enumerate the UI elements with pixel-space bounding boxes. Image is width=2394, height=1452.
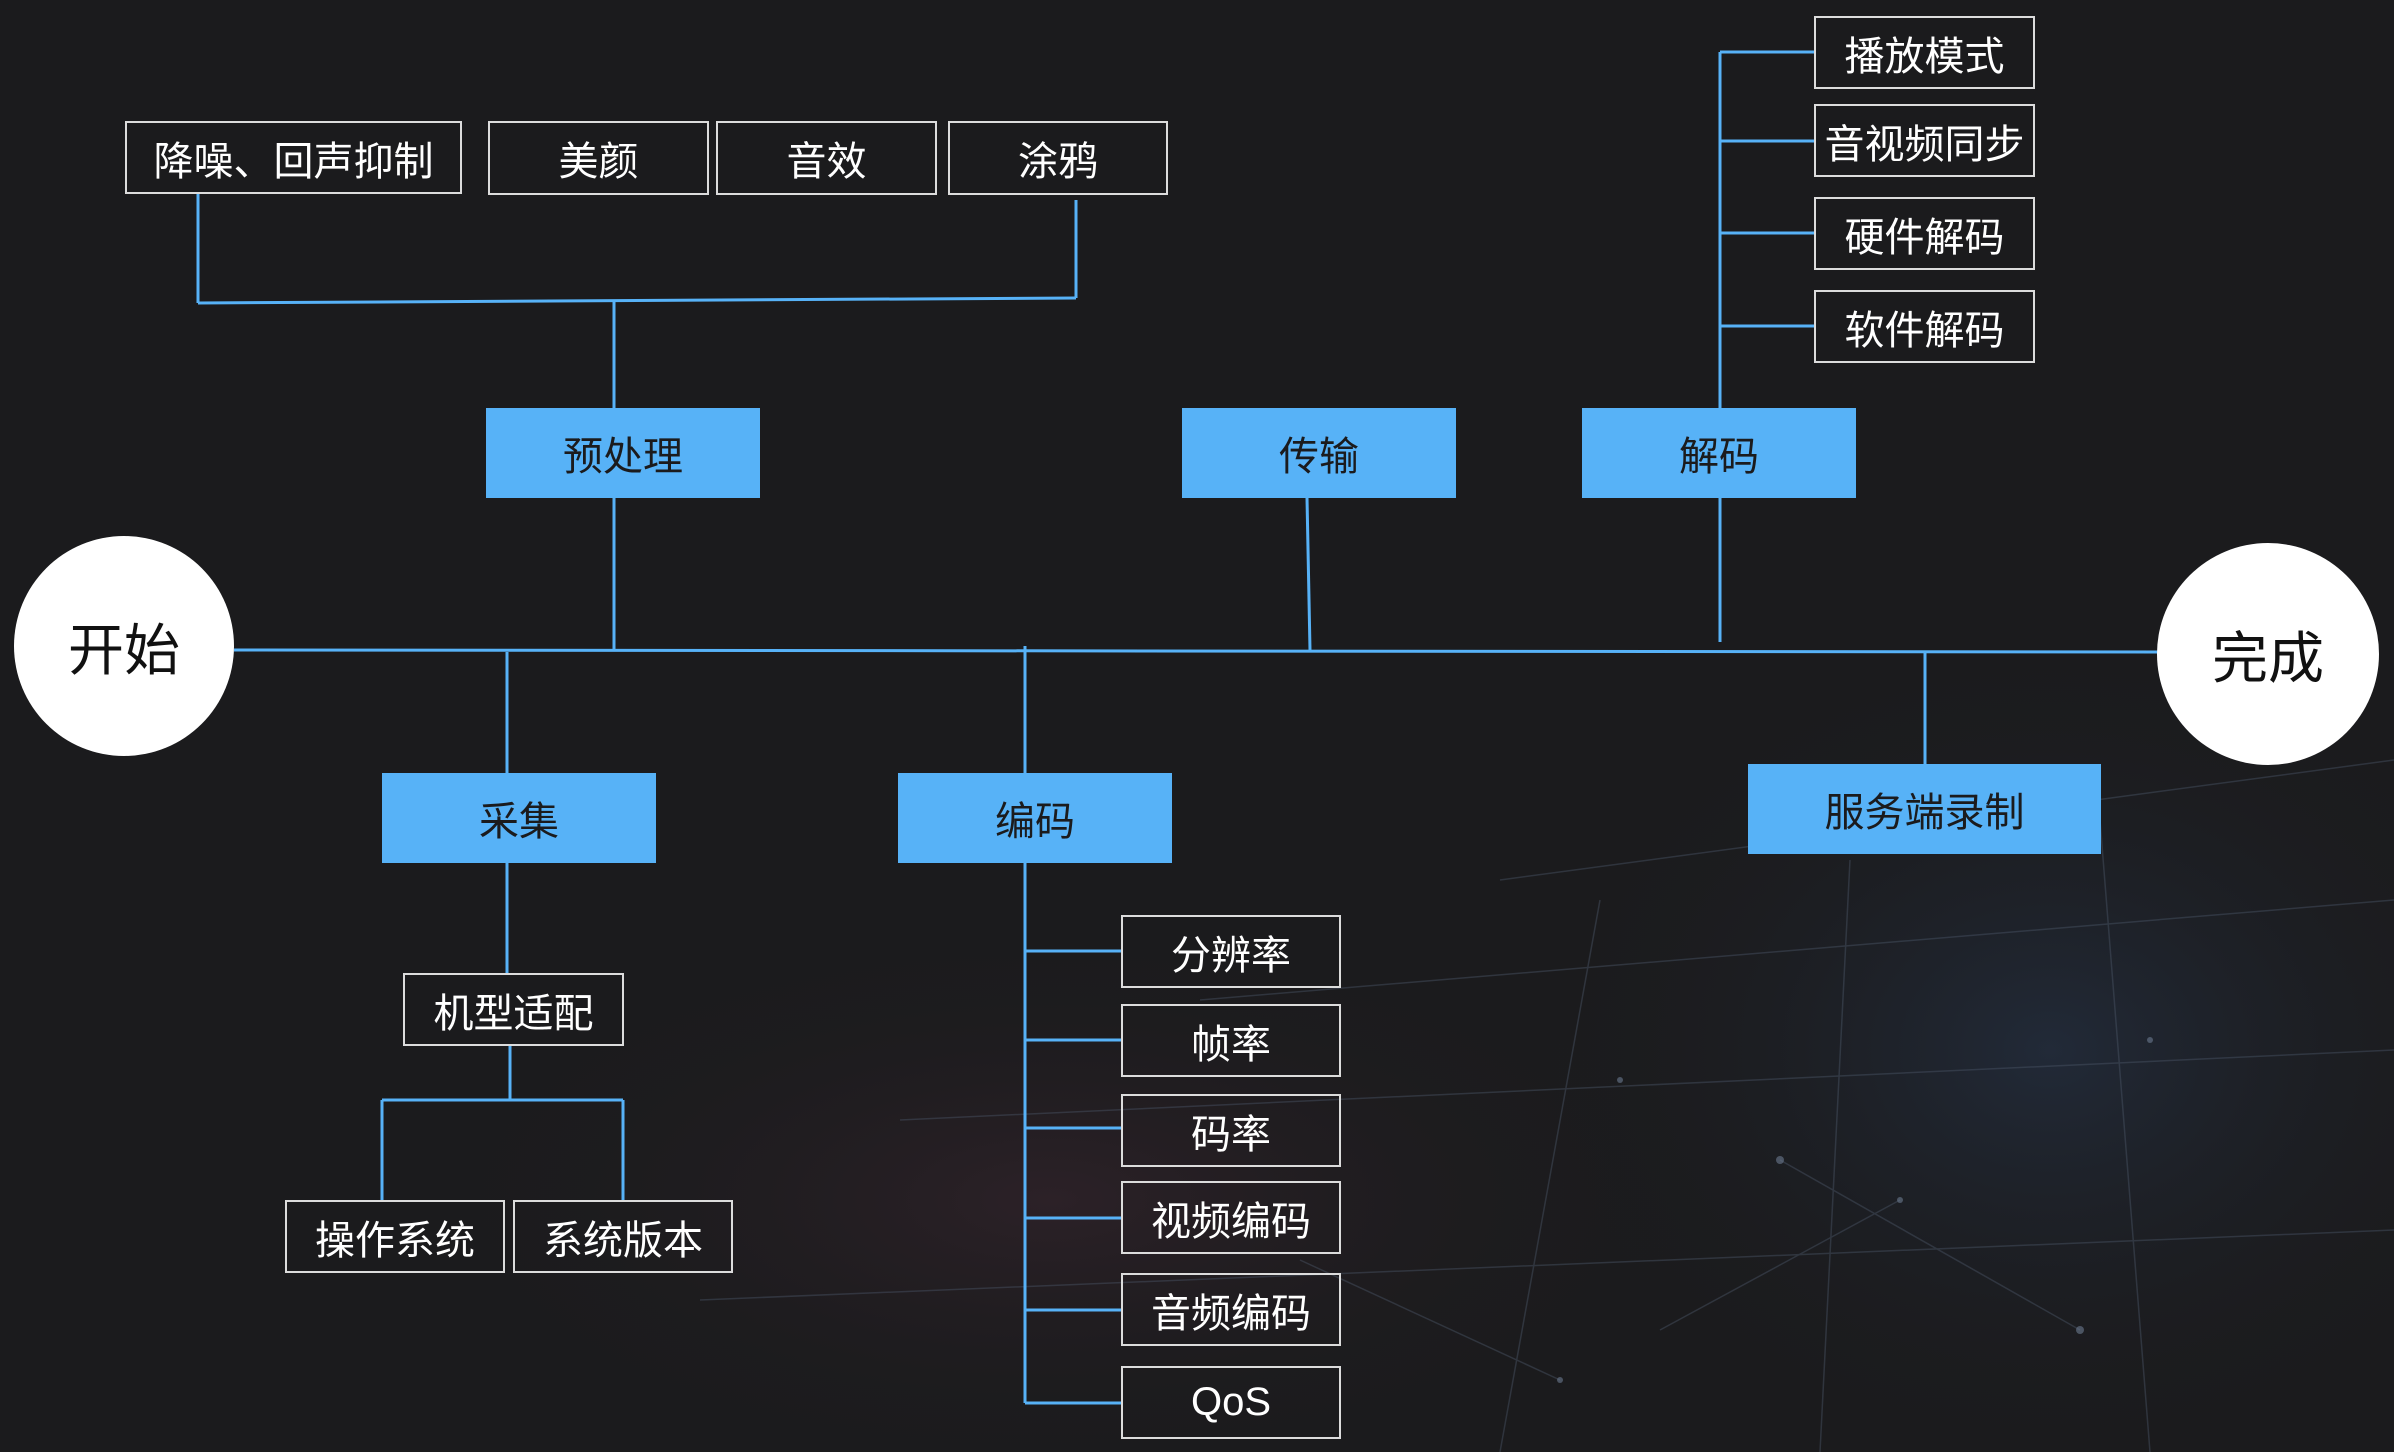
start-node: 开始: [14, 536, 234, 756]
decode-item-playback-mode: 播放模式: [1814, 16, 2035, 89]
preprocess-item-beauty: 美颜: [488, 121, 709, 195]
capture-item-device-adapt: 机型适配: [403, 973, 624, 1046]
encode-item-audio-codec: 音频编码: [1121, 1273, 1341, 1346]
preprocess-item-sound-effect: 音效: [716, 121, 937, 195]
encode-item-frame-rate: 帧率: [1121, 1004, 1341, 1077]
encode-item-resolution: 分辨率: [1121, 915, 1341, 988]
preprocess-node: 预处理: [486, 408, 760, 498]
encode-node: 编码: [898, 773, 1172, 863]
preprocess-item-noise-echo: 降噪、回声抑制: [125, 121, 462, 194]
decode-item-av-sync: 音视频同步: [1814, 104, 2035, 177]
capture-item-system-version: 系统版本: [513, 1200, 733, 1273]
server-record-node: 服务端录制: [1748, 764, 2101, 854]
encode-item-bitrate: 码率: [1121, 1094, 1341, 1167]
decode-item-software-decode: 软件解码: [1814, 290, 2035, 363]
transport-node: 传输: [1182, 408, 1456, 498]
capture-item-os: 操作系统: [285, 1200, 505, 1273]
preprocess-item-doodle: 涂鸦: [948, 121, 1168, 195]
encode-item-qos: QoS: [1121, 1366, 1341, 1439]
end-node: 完成: [2157, 543, 2379, 765]
encode-item-video-codec: 视频编码: [1121, 1181, 1341, 1254]
capture-node: 采集: [382, 773, 656, 863]
decode-node: 解码: [1582, 408, 1856, 498]
decode-item-hardware-decode: 硬件解码: [1814, 197, 2035, 270]
